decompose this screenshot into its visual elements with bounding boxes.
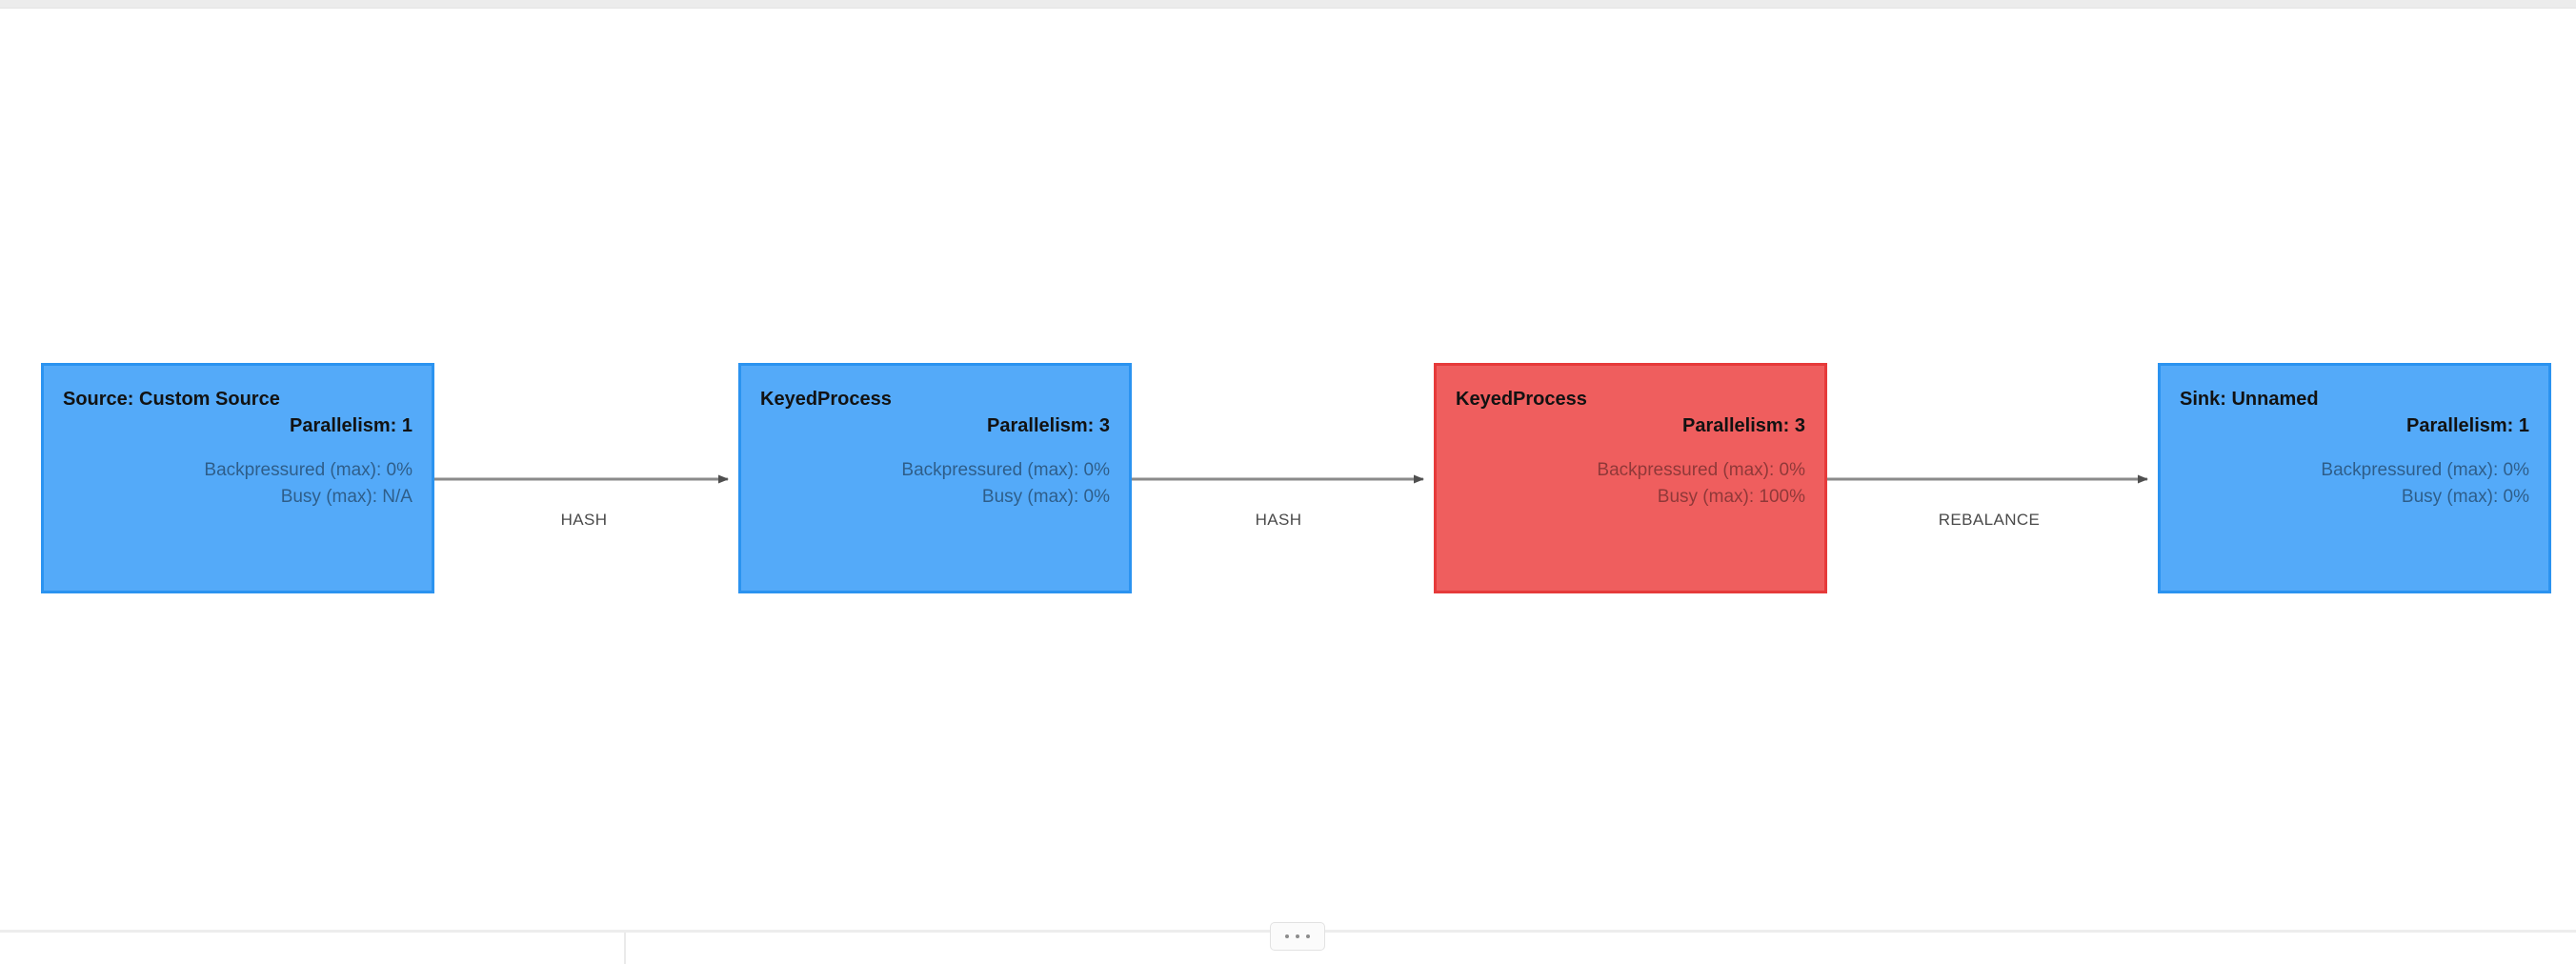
vertex-busy-metric: Busy (max): N/A [280,487,413,507]
vertex-parallelism: Parallelism: 1 [290,415,413,436]
vertex-name: Sink: Unnamed [2180,389,2319,410]
vertex-name: Source: Custom Source [63,389,280,410]
top-chrome-strip [0,0,2576,9]
drag-grip-icon [1285,934,1310,938]
vertex-metrics: Backpressured (max): 0% Busy (max): 0% [760,457,1110,511]
vertex-backpressure-metric: Backpressured (max): 0% [2321,460,2529,480]
splitter-column-divider [624,933,626,964]
vertex-metrics: Backpressured (max): 0% Busy (max): 100% [1456,457,1805,511]
vertex-parallelism: Parallelism: 3 [1682,415,1805,436]
edge-label-edge-keyedprocess1-keyedprocess2: HASH [1255,511,1302,529]
edge-label-edge-source-keyedprocess1: HASH [560,511,608,529]
vertex-metrics: Backpressured (max): 0% Busy (max): 0% [2180,457,2529,511]
vertex-busy-metric: Busy (max): 0% [981,487,1110,507]
vertex-name: KeyedProcess [760,389,892,410]
edge-layer [434,474,2148,484]
vertex-name: KeyedProcess [1456,389,1587,410]
vertex-parallelism: Parallelism: 1 [2406,415,2529,436]
vertex-busy-metric: Busy (max): 0% [2401,487,2529,507]
vertex-busy-metric: Busy (max): 100% [1657,487,1805,507]
bottom-splitter [0,922,2576,964]
vertex-parallelism: Parallelism: 3 [987,415,1110,436]
edge-label-edge-keyedprocess2-sink: REBALANCE [1938,511,2041,529]
panel-resize-handle[interactable] [1270,922,1325,951]
vertex-backpressure-metric: Backpressured (max): 0% [204,460,413,480]
vertex-backpressure-metric: Backpressured (max): 0% [901,460,1110,480]
vertex-metrics: Backpressured (max): 0% Busy (max): N/A [63,457,413,511]
vertex-backpressure-metric: Backpressured (max): 0% [1597,460,1805,480]
